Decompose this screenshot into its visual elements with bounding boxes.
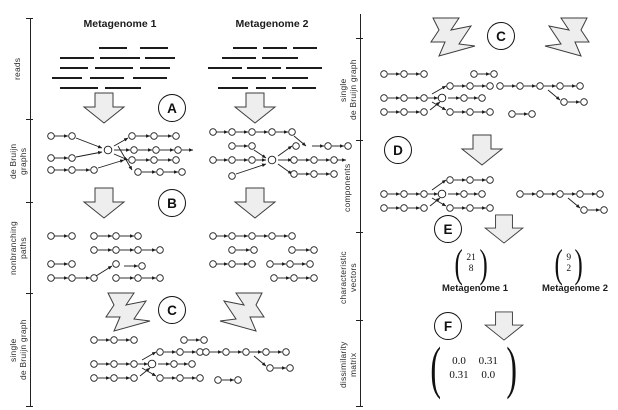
row-label-de-bruijn-graphs: de Bruijn graphs: [8, 143, 28, 179]
vector-right-paren-2: ): [574, 241, 583, 286]
vector-2-value-0: 9: [566, 253, 572, 263]
matrix-cell-1-0: 0.31: [449, 369, 469, 381]
matrix-right-paren: ): [506, 335, 517, 400]
nonbranching-paths-metagenome-1: [47, 232, 164, 282]
vector-left-paren-1: (: [454, 241, 463, 286]
single-de-bruijn-graph-left: [90, 336, 294, 384]
matrix-cell-0-0: 0.0: [452, 355, 466, 367]
vector-right-paren-1: ): [479, 241, 488, 286]
column-title-metagenome-1: Metagenome 1: [83, 18, 157, 30]
characteristic-vector-1: ( 21 8 ): [452, 241, 490, 286]
vector-1-value-0: 21: [466, 253, 476, 263]
right-panel: single de Bruijn graph components charac…: [330, 0, 618, 410]
arrow-down-d: [460, 134, 504, 166]
arrow-down-b-right: [233, 187, 277, 219]
left-axis-tick-0: [26, 18, 33, 19]
stage-letter-d: D: [384, 136, 412, 164]
right-axis-line: [360, 14, 361, 406]
stage-letter-f: F: [434, 312, 462, 340]
row-label-single-de-bruijn-graph-right: single de Bruijn graph: [338, 59, 358, 121]
row-label-nonbranching-paths: nonbranching paths: [8, 221, 28, 275]
arrow-bent-c-right: [219, 292, 265, 332]
stage-letter-a: A: [158, 94, 186, 122]
de-bruijn-graph-metagenome-2: [209, 128, 352, 180]
left-axis-tick-1: [26, 119, 33, 120]
arrow-down-b-left: [82, 187, 126, 219]
arrow-down-e: [483, 214, 525, 244]
row-label-dissimilarity-matrix: dissimilarity matrix: [338, 341, 358, 389]
de-bruijn-graph-metagenome-1: [47, 132, 194, 176]
left-axis-tick-4: [26, 406, 33, 407]
right-axis-tick-3: [356, 320, 363, 321]
arrow-bent-c-left: [105, 292, 151, 332]
arrow-bent-c-right-right: [544, 17, 590, 57]
vector-2-value-1: 2: [566, 264, 572, 274]
left-axis-tick-3: [26, 293, 33, 294]
nonbranching-paths-metagenome-2: [209, 232, 318, 282]
row-label-components: components: [342, 163, 352, 213]
row-label-reads: reads: [12, 57, 22, 81]
characteristic-vector-2: ( 9 2 ): [552, 241, 585, 286]
components-graph: [380, 176, 608, 214]
vector-caption-2: Metagenome 2: [542, 283, 608, 294]
stage-letter-e: E: [434, 215, 462, 243]
vector-left-paren-2: (: [554, 241, 563, 286]
left-axis-tick-2: [26, 202, 33, 203]
left-axis-line: [30, 18, 31, 406]
right-axis-tick-4: [356, 406, 363, 407]
matrix-left-paren: (: [430, 335, 441, 400]
right-axis-tick-2: [356, 232, 363, 233]
stage-letter-b: B: [158, 189, 186, 217]
dissimilarity-matrix: ( 0.0 0.31 0.31 0.0 ): [426, 335, 521, 400]
single-de-bruijn-graph-right: [380, 70, 588, 118]
vector-1-value-1: 8: [468, 264, 474, 274]
stage-letter-c-left: C: [158, 296, 186, 324]
arrow-down-a-right: [233, 92, 277, 124]
matrix-cell-0-1: 0.31: [478, 355, 498, 367]
row-label-single-de-bruijn-graph: single de Bruijn graph: [8, 319, 28, 381]
vector-caption-1: Metagenome 1: [442, 283, 508, 294]
matrix-cell-1-1: 0.0: [481, 369, 496, 381]
right-axis-tick-0: [356, 38, 363, 39]
stage-letter-c-right: C: [487, 22, 515, 50]
row-label-characteristic-vectors: characteristic vectors: [338, 251, 358, 305]
right-axis-tick-1: [356, 140, 363, 141]
arrow-bent-c-right-left: [430, 17, 476, 57]
column-title-metagenome-2: Metagenome 2: [235, 18, 309, 30]
left-panel: reads de Bruijn graphs nonbranching path…: [8, 18, 352, 407]
arrow-down-a-left: [82, 92, 126, 124]
arrow-down-f: [483, 311, 525, 341]
